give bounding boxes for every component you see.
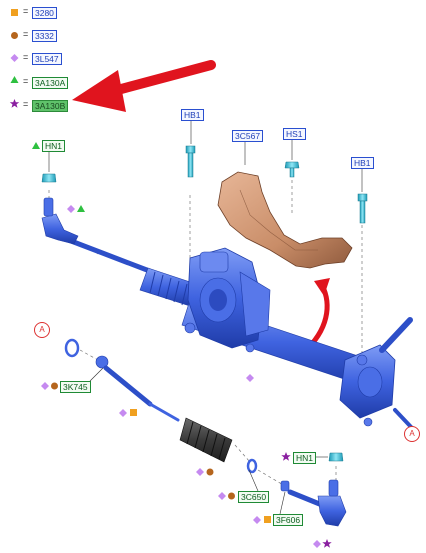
legend-code-3332[interactable]: 3332 <box>32 30 57 42</box>
legend-equals: = <box>23 29 29 39</box>
callout-hs1[interactable]: HS1 <box>283 128 306 140</box>
callout-leaders <box>48 120 363 515</box>
legend-triangle-icon <box>10 76 19 83</box>
inner-tie-rod <box>95 355 180 422</box>
view-ref-a-left[interactable]: A <box>34 322 50 338</box>
legend-equals: = <box>23 52 29 62</box>
boot-clamp <box>246 458 258 474</box>
legend-equals: = <box>23 99 29 109</box>
red-pointer-arrow <box>72 60 216 112</box>
legend-diamond-icon <box>10 54 19 62</box>
legend-circle-icon <box>11 32 18 39</box>
legend-square-icon <box>11 9 18 16</box>
tie-rod-end-left <box>41 197 79 245</box>
part-symbols <box>32 142 332 548</box>
steering-boot <box>179 417 233 463</box>
callout-hn1-bottom[interactable]: HN1 <box>293 452 317 464</box>
callout-3c650[interactable]: 3C650 <box>238 491 270 503</box>
callout-3c567[interactable]: 3C567 <box>232 130 264 142</box>
hb1-bolt-left <box>185 145 196 178</box>
legend-code-3a130a[interactable]: 3A130A <box>32 77 69 89</box>
tie-rod-end-right <box>287 479 347 527</box>
legend-code-3280[interactable]: 3280 <box>32 7 57 19</box>
hn1-nut-bottom <box>328 452 344 462</box>
legend-equals: = <box>23 6 29 16</box>
jam-nut <box>280 480 290 492</box>
hs1-screw <box>284 161 300 178</box>
legend-equals: = <box>23 76 29 86</box>
hb1-bolt-right <box>357 193 368 224</box>
callout-hb1-right[interactable]: HB1 <box>351 157 374 169</box>
callout-hb1-left[interactable]: HB1 <box>181 109 204 121</box>
hn1-nut-top <box>41 173 57 183</box>
view-ref-a-right[interactable]: A <box>404 426 420 442</box>
callout-3k745[interactable]: 3K745 <box>60 381 91 393</box>
o-ring <box>64 338 80 358</box>
legend-star-icon <box>9 99 20 108</box>
legend-code-3a130b[interactable]: 3A130B <box>32 100 69 112</box>
legend-code-3l547[interactable]: 3L547 <box>32 53 62 65</box>
callout-3f606[interactable]: 3F606 <box>273 514 304 526</box>
heat-shield <box>217 171 353 269</box>
steering-rack <box>55 233 414 430</box>
callout-hn1-top[interactable]: HN1 <box>42 140 66 152</box>
